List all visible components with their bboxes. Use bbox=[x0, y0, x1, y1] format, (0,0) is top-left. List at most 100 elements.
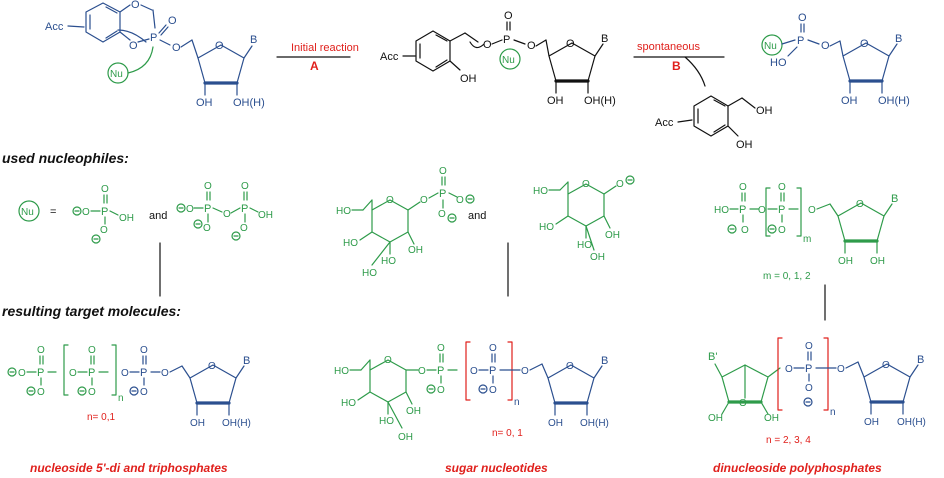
t3-ribose-o-2: O bbox=[882, 360, 890, 371]
sugar2-oh-1: OH bbox=[605, 230, 620, 241]
caption-nucleoside-phosphates: nucleoside 5'-di and triphosphates bbox=[30, 461, 228, 475]
nuc-p-2: P bbox=[778, 204, 785, 216]
t3-ohh: OH(H) bbox=[897, 417, 926, 428]
t1-oxo-2: O bbox=[88, 345, 96, 356]
base-b-3: B bbox=[895, 33, 902, 45]
t1-ohh: OH(H) bbox=[222, 418, 251, 429]
ohh-1: OH(H) bbox=[233, 97, 265, 109]
nu-4: Nu bbox=[21, 207, 34, 218]
t2-ring-o: O bbox=[384, 355, 392, 366]
target-nucleoside-triphosphate: O P O O O P O O n O P O O O bbox=[7, 344, 251, 429]
t1-p-1: P bbox=[37, 367, 44, 379]
salicyl-alcohol-byproduct: Acc OH OH bbox=[655, 95, 773, 151]
product-o: O bbox=[821, 40, 830, 52]
t3-oh-1: OH bbox=[708, 413, 723, 424]
nucleophile-phosphates: Nu = O P O OH O and O P O O O P bbox=[18, 181, 273, 244]
phosphorus-1: P bbox=[150, 32, 157, 44]
p-oxo-1: O bbox=[168, 15, 177, 27]
t2-o-4: O bbox=[489, 385, 497, 396]
oh-3: OH bbox=[841, 95, 858, 107]
mono-o-1: O bbox=[82, 207, 90, 218]
t1-o-2: O bbox=[37, 387, 45, 398]
nucleophiles-heading: used nucleophiles: bbox=[2, 150, 129, 166]
acc-label-2: Acc bbox=[380, 51, 399, 63]
cyclosal-nucleotide-structure: Acc O O P O O O B OH OH(H) Nu bbox=[45, 0, 265, 109]
di-oxo-2: O bbox=[241, 181, 249, 192]
nu-equals: = bbox=[50, 206, 56, 218]
sugar1-ho-3: HO bbox=[381, 256, 396, 267]
m-values: m = 0, 1, 2 bbox=[763, 271, 811, 282]
t3-base-b: B bbox=[917, 354, 924, 366]
t3-o-2: O bbox=[805, 383, 813, 394]
step-a-label: Initial reaction bbox=[291, 42, 359, 54]
byproduct-oh-2: OH bbox=[736, 139, 753, 151]
step-b-letter: B bbox=[672, 59, 681, 73]
mono-p: P bbox=[101, 206, 108, 218]
t1-p-3: P bbox=[140, 367, 147, 379]
ring-o-2: O bbox=[129, 40, 138, 52]
t2-ho-2: HO bbox=[341, 398, 356, 409]
t2-p-1: P bbox=[437, 365, 444, 377]
sugar2-ho-1: HO bbox=[533, 186, 548, 197]
caption-sugar-nucleotides: sugar nucleotides bbox=[445, 461, 548, 475]
t1-o-5: O bbox=[121, 368, 129, 379]
ribose-o-3: O bbox=[860, 38, 869, 50]
nuc-o-1: O bbox=[741, 225, 749, 236]
t2-p-2: P bbox=[489, 365, 496, 377]
base-b-1: B bbox=[250, 34, 257, 46]
mono-oh: OH bbox=[119, 213, 134, 224]
targets-heading: resulting target molecules: bbox=[2, 303, 181, 319]
di-o-1: O bbox=[186, 204, 194, 215]
product-structure: Nu P O HO O O B OH OH(H) bbox=[761, 12, 910, 107]
t2-oh: OH bbox=[548, 418, 563, 429]
di-bridge-o: O bbox=[223, 209, 231, 220]
t2-n-values: n= 0, 1 bbox=[492, 428, 523, 439]
t2-oh-2: OH bbox=[406, 406, 421, 417]
t2-oh-3: OH bbox=[398, 432, 413, 443]
nuc-ho: HO bbox=[714, 205, 729, 216]
nu-2: Nu bbox=[502, 55, 515, 66]
t3-n-values: n = 2, 3, 4 bbox=[766, 435, 811, 446]
intermediate-oxo: O bbox=[504, 10, 513, 22]
intermediate-o-1: O bbox=[483, 39, 492, 51]
t2-ohh: OH(H) bbox=[580, 418, 609, 429]
t1-n-values: n= 0,1 bbox=[87, 412, 116, 423]
nucleophile-sugars: HO O O P O O O HO HO OH HO and HO bbox=[336, 166, 635, 279]
reaction-arrow-b: spontaneous B bbox=[633, 41, 725, 87]
nucleophile-nucleotide: HO P O O O P O O m O O B OH bbox=[714, 182, 898, 282]
di-oxo-1: O bbox=[204, 181, 212, 192]
product-oxo: O bbox=[798, 12, 807, 24]
intermediate-oh: OH bbox=[460, 73, 477, 85]
caption-dinucleoside-polyphosphates: dinucleoside polyphosphates bbox=[713, 461, 882, 475]
di-o-3: O bbox=[240, 223, 248, 234]
sugar1-o: O bbox=[420, 195, 428, 206]
sugar1-oh: OH bbox=[408, 245, 423, 256]
t2-oxo-2: O bbox=[489, 343, 497, 354]
sugar1-po-2: O bbox=[438, 209, 446, 220]
byproduct-oh-1: OH bbox=[756, 105, 773, 117]
t3-base-b-prime: B' bbox=[708, 351, 717, 363]
t3-o-3: O bbox=[837, 364, 845, 375]
ring-o-1: O bbox=[131, 0, 140, 11]
t3-p: P bbox=[805, 363, 812, 375]
p-ester-o-1: O bbox=[172, 42, 181, 54]
t1-o-7: O bbox=[161, 368, 169, 379]
t2-ribose-o: O bbox=[566, 361, 574, 372]
t1-p-2: P bbox=[88, 367, 95, 379]
t2-o-3: O bbox=[470, 366, 478, 377]
t3-oh-3: OH bbox=[864, 417, 879, 428]
acc-label-3: Acc bbox=[655, 117, 674, 129]
sugar1-po-1: O bbox=[456, 195, 464, 206]
and-1: and bbox=[149, 210, 167, 222]
t2-o-5: O bbox=[521, 366, 529, 377]
mono-o-2: O bbox=[100, 225, 108, 236]
t1-o-6: O bbox=[140, 387, 148, 398]
nuc-m-label: m bbox=[803, 234, 811, 245]
phosphorus-3: P bbox=[797, 35, 804, 47]
t1-o-3: O bbox=[69, 368, 77, 379]
t2-base-b: B bbox=[601, 355, 608, 367]
nuc-p-1: P bbox=[739, 204, 746, 216]
reaction-arrow-a: Initial reaction A bbox=[276, 42, 359, 73]
product-ho: HO bbox=[770, 57, 787, 69]
